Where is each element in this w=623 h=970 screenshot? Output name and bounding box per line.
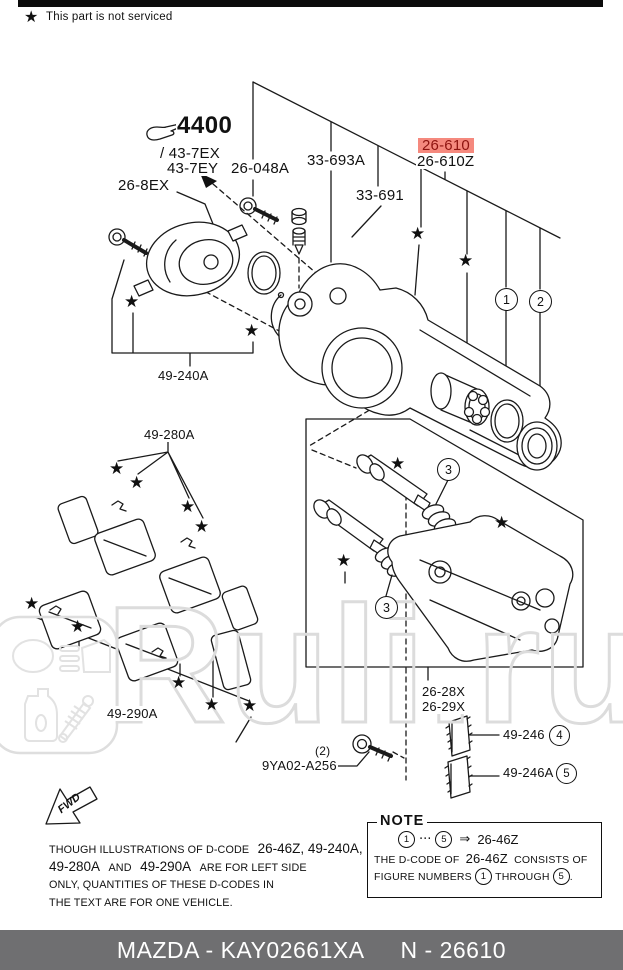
disclaimer-text: THOUGH ILLUSTRATIONS OF D-CODE 26-46Z, 4… [49,841,363,911]
bleeder-cap-33-693A-drawing [291,207,307,226]
part-label-49-246A[interactable]: 49-246A [502,765,555,780]
star-marker: ★ [124,292,140,312]
note-callout-1: 1 [398,831,415,848]
note-line-3: FIGURE NUMBERS 1 THROUGH 5 . [374,868,601,885]
star-marker: ★ [458,251,474,271]
part-label-9YA02-A256[interactable]: 9YA02-A256 [261,758,338,773]
note-code: 26-46Z [477,832,519,847]
note-dots: ··· [419,832,432,847]
part-label-26-28X[interactable]: 26-28X [421,684,467,699]
part-label-43-7EY[interactable]: 43-7EY [166,160,220,177]
brake-pads-drawing [57,495,259,631]
mounting-bracket-drawing [387,515,574,662]
brake-shims-drawing [38,590,252,691]
pointing-hand-icon [146,124,180,141]
star-marker: ★ [180,497,196,517]
disclaimer-l2a: 49-280A [49,858,101,874]
part-label-26-048A[interactable]: 26-048A [230,160,291,177]
footer-brand-code: MAZDA - KAY02661XA [116,936,365,963]
callout-4: 4 [549,725,570,746]
fwd-direction-arrow: FWD [45,786,98,825]
part-label-43-7EX[interactable]: / 43-7EX [159,145,221,162]
bleeder-screw-33-691-drawing [292,227,306,255]
note-line2-post: CONSISTS OF [514,854,588,866]
dust-cover-drawing [133,221,248,297]
part-label-49-280A[interactable]: 49-280A [143,427,196,442]
o-ring-drawing [247,251,281,295]
part-label-26-8EX[interactable]: 26-8EX [117,177,171,194]
footer-bar: MAZDA - KAY02661XA N - 26610 [0,930,623,970]
star-icon: ★ [24,7,39,26]
callout-1: 1 [495,288,518,311]
note-line-2: THE D-CODE OF 26-46Z CONSISTS OF [374,851,601,866]
star-marker: ★ [390,454,406,474]
disclaimer-l2b: AND [108,861,132,874]
disclaimer-l1b: 26-46Z, 49-240A, [257,841,363,856]
disclaimer-l3: ONLY, QUANTITIES OF THESE D-CODES IN [49,879,274,891]
part-label-33-691[interactable]: 33-691 [355,187,405,204]
callout-2: 2 [529,290,552,313]
top-divider-bar [18,0,603,7]
note-box: NOTE 1 ··· 5 ⇒ 26-46Z THE D-CODE OF 26-4… [367,813,602,898]
note-line3-mid: THROUGH [495,870,550,883]
star-marker: ★ [494,513,510,533]
note-arrow: ⇒ [459,832,471,847]
mount-bolt-drawing [108,228,148,257]
part-label-26-610Z[interactable]: 26-610Z [416,153,476,170]
not-serviced-notice: This part is not serviced [46,11,173,23]
piston-boot-drawing [516,421,558,471]
note-line3-end: . [569,870,573,883]
note-callout-1b: 1 [475,868,493,885]
piston-drawing [430,372,491,426]
note-callout-5b: 5 [552,868,570,885]
star-marker: ★ [242,696,258,716]
star-marker: ★ [204,695,220,715]
star-marker: ★ [24,594,40,614]
note-line-1: 1 ··· 5 ⇒ 26-46Z [398,831,601,848]
reference-arrowhead [200,173,217,188]
disclaimer-l4: THE TEXT ARE FOR ONE VEHICLE. [49,896,233,909]
star-marker: ★ [336,551,352,571]
bracket-bolt-drawing [352,734,393,762]
bracket-group-box [305,418,584,668]
part-label-49-246[interactable]: 49-246 [502,727,546,742]
star-marker: ★ [244,321,260,341]
note-callout-5: 5 [435,831,453,848]
disclaimer-l2d: ARE FOR LEFT SIDE [199,861,307,874]
note-title: NOTE [377,813,428,829]
disclaimer-l2c: 49-290A [140,858,192,874]
part-label-26-610-highlighted[interactable]: 26-610 [418,138,474,153]
part-label-33-693A[interactable]: 33-693A [306,152,367,169]
callout-5: 5 [556,763,577,784]
callout-3: 3 [437,458,460,481]
caliper-body-drawing [278,263,562,469]
part-label-26-29X[interactable]: 26-29X [421,699,467,714]
note-line3-pre: FIGURE NUMBERS [374,870,472,883]
part-label-4400[interactable]: 4400 [176,112,234,139]
star-marker: ★ [129,473,145,493]
callout-3b: 3 [375,596,398,619]
star-marker: ★ [194,517,210,537]
note-line2-pre: THE D-CODE OF [374,854,460,866]
star-marker: ★ [109,459,125,479]
star-marker: ★ [70,617,86,637]
note-line2-code: 26-46Z [465,851,508,866]
qty-label-2: (2) [314,744,332,759]
footer-number: N - 26610 [400,936,507,963]
part-label-49-240A[interactable]: 49-240A [157,368,210,383]
piston-seal-drawing [490,399,524,443]
disclaimer-l1a: THOUGH ILLUSTRATIONS OF D-CODE [49,844,250,856]
star-marker: ★ [410,224,426,244]
guide-pin-drawing [313,454,431,557]
pad-shim-drawing [444,715,473,799]
banjo-bolt-26-048A-drawing [239,197,279,225]
star-marker: ★ [171,673,187,693]
part-label-49-290A[interactable]: 49-290A [106,706,159,721]
